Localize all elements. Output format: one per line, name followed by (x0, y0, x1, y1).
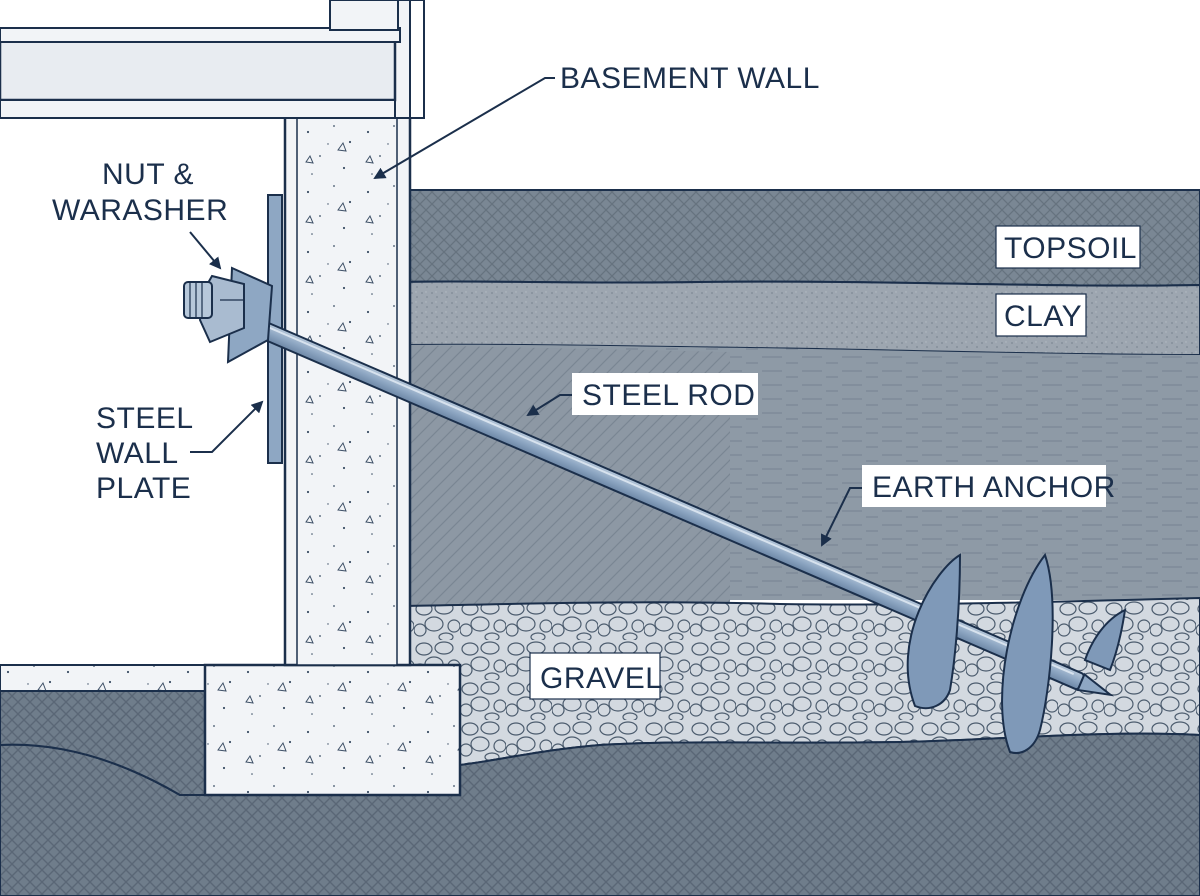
rim-board (0, 99, 396, 119)
subfloor (0, 27, 401, 43)
arrow-leader-icon (189, 231, 222, 270)
earth-anchor-label-box (862, 465, 1106, 507)
floor-joist (0, 38, 397, 102)
earth-anchor-label: EARTH ANCHOR (872, 471, 1116, 504)
arrow-leader-icon (190, 400, 264, 453)
steel-wall-plate-label-line2: WALL (96, 437, 179, 470)
siding (409, 0, 425, 119)
basement-floor-slab (0, 664, 206, 692)
helical-earth-anchor-icon (906, 552, 1127, 754)
arrow-leader-icon (373, 77, 555, 180)
nut-and-washer (183, 266, 274, 364)
topsoil-label-box (995, 225, 1141, 269)
clay-label-box (995, 293, 1087, 337)
basement-wall-label: BASEMENT WALL (560, 62, 820, 95)
topsoil-label: TOPSOIL (1004, 232, 1137, 265)
arrow-leader-icon (526, 394, 572, 417)
gravel-label-box (529, 652, 661, 700)
nut-washer-label-line2: WARASHER (52, 194, 228, 227)
footing (203, 663, 462, 797)
rod-threaded-end (183, 281, 213, 319)
basement-wall-concrete (296, 117, 398, 666)
gravel-label: GRAVEL (540, 662, 663, 695)
arrow-leader-icon (821, 487, 862, 547)
wall-bottom-plate (329, 0, 399, 31)
soil-under-slab (0, 689, 206, 796)
steel-wall-plate-label-line1: STEEL (96, 402, 194, 435)
leader-lines (189, 77, 862, 547)
clay-label: CLAY (1004, 300, 1082, 333)
steel-rod-label: STEEL ROD (582, 379, 755, 412)
steel-rod-label-box (572, 373, 758, 415)
nut-washer-label-line1: NUT & (102, 158, 194, 191)
steel-wall-plate-label-line3: PLATE (96, 472, 191, 505)
saturated-clay-layer (405, 344, 1200, 600)
